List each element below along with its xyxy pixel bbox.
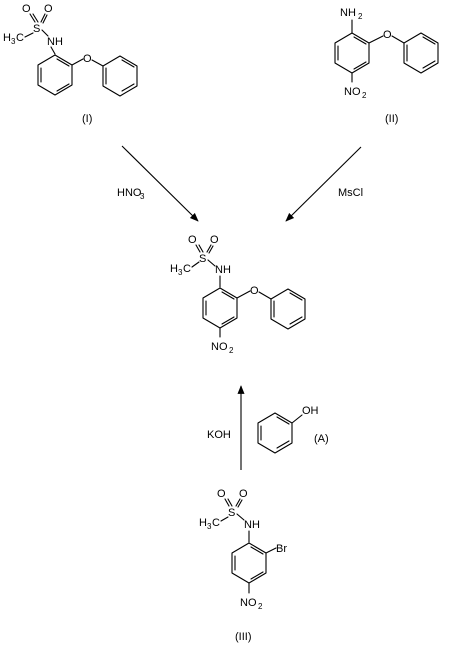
nh-group: NH (244, 519, 260, 531)
nitro-group: NO (344, 86, 361, 98)
reagent-koh: KOH (207, 429, 231, 441)
oxygen-atom: O (188, 234, 197, 246)
methyl-sub: 3 (11, 37, 16, 46)
amine-group: NH (340, 7, 356, 19)
ether-oxygen: O (250, 285, 259, 297)
ether-oxygen: O (83, 53, 92, 65)
nitro-group: NO (211, 341, 228, 353)
methyl-sub: 3 (207, 522, 212, 531)
oxygen-atom: O (239, 488, 248, 500)
nitro-sub: 2 (258, 602, 263, 611)
hydroxyl-group: OH (302, 405, 319, 417)
product-compound: H 3 C S O O NH O NO 2 (170, 234, 306, 355)
nitro-sub: 2 (229, 346, 234, 355)
methyl-c: C (16, 32, 24, 44)
amine-sub: 2 (358, 12, 363, 21)
sulfur-atom: S (199, 253, 206, 265)
arrow-i-to-product: HNO 3 (117, 145, 199, 222)
sulfur-atom: S (228, 507, 235, 519)
oxygen-atom: O (210, 234, 219, 246)
compound-i: H 3 C S O O NH O (I) (3, 3, 138, 125)
compound-label-a: (A) (314, 433, 329, 445)
methyl-h: H (170, 263, 178, 275)
nh-group: NH (215, 264, 231, 276)
compound-label-ii: (II) (385, 113, 398, 125)
sulfur-atom: S (33, 23, 40, 35)
compound-label-iii: (III) (235, 631, 252, 643)
nitro-sub: 2 (362, 91, 367, 100)
compound-iii: H 3 C S O O NH Br NO 2 (III) (199, 488, 287, 643)
arrow-iii-to-product: KOH (207, 385, 245, 470)
phenol-a: OH (A) (257, 405, 329, 454)
ether-oxygen: O (383, 29, 392, 41)
reagent-hno3: HNO (117, 187, 142, 199)
nitro-group: NO (240, 597, 257, 609)
oxygen-atom: O (217, 488, 226, 500)
methyl-h: H (199, 517, 207, 529)
reagent-mscl: MsCl (338, 187, 363, 199)
methyl-h: H (3, 32, 11, 44)
bromine-atom: Br (276, 543, 287, 555)
oxygen-atom: O (44, 3, 53, 15)
reagent-hno3-sub: 3 (140, 192, 145, 201)
methyl-c: C (183, 263, 191, 275)
oxygen-atom: O (22, 3, 31, 15)
methyl-c: C (212, 517, 220, 529)
nh-group: NH (47, 36, 63, 48)
compound-ii: NH 2 O NO 2 (II) (334, 7, 439, 125)
arrow-ii-to-product: MsCl (285, 146, 363, 222)
compound-label-i: (I) (82, 113, 92, 125)
methyl-sub: 3 (178, 268, 183, 277)
